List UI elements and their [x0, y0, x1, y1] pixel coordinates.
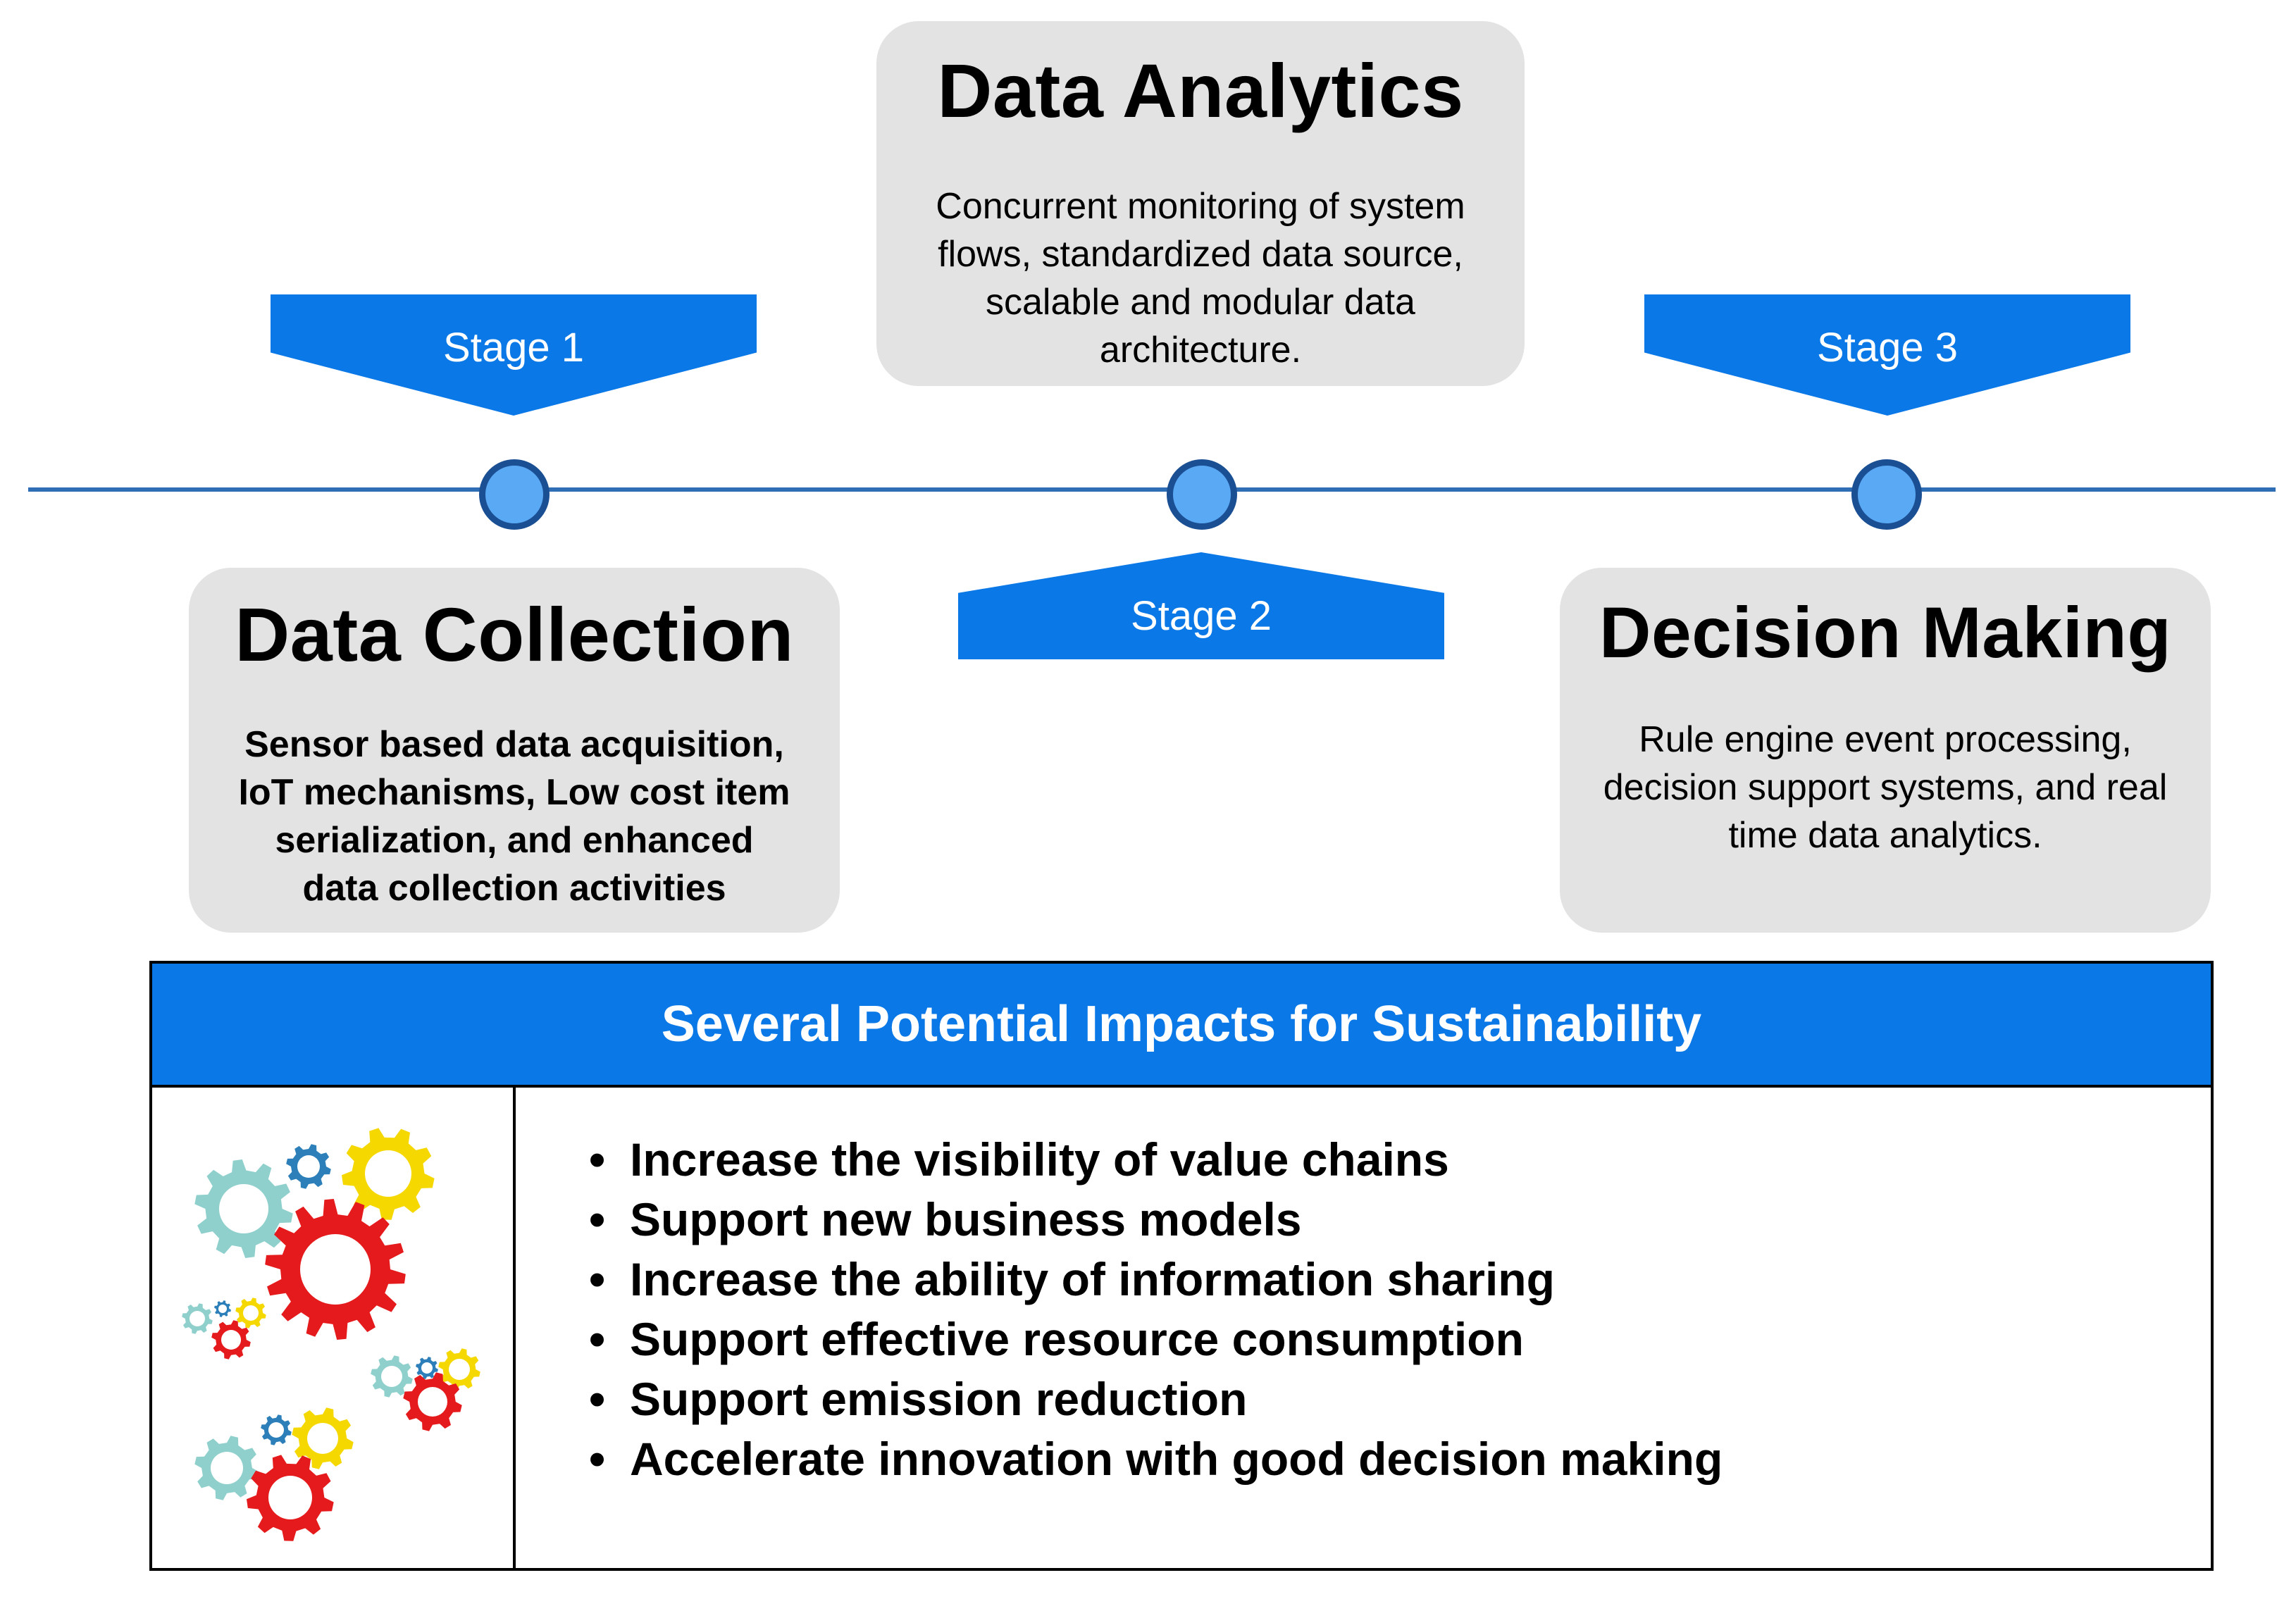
gear-hole	[219, 1184, 268, 1233]
gear-hole	[307, 1423, 338, 1454]
impacts-body: Increase the visibility of value chains …	[152, 1088, 2211, 1568]
stage-2-label: Stage 2	[1131, 593, 1272, 639]
impact-item: Support new business models	[589, 1190, 1723, 1250]
data-collection-card: Data Collection Sensor based data acquis…	[189, 568, 840, 933]
timeline-node-stage-2	[1167, 459, 1237, 530]
gear-hole	[243, 1305, 259, 1321]
description-line: time data analytics.	[1728, 815, 2042, 857]
description-line: flows, standardized data source,	[938, 233, 1463, 275]
data-collection-title: Data Collection	[235, 592, 794, 677]
impacts-table: Several Potential Impacts for Sustainabi…	[149, 961, 2214, 1571]
impact-list: Increase the visibility of value chains …	[589, 1130, 1723, 1489]
data-analytics-description: Concurrent monitoring of system flows, s…	[905, 182, 1496, 374]
gear-hole	[449, 1359, 470, 1380]
data-collection-description: Sensor based data acquisition, IoT mecha…	[203, 721, 826, 912]
gear-hole	[297, 1155, 320, 1178]
timeline-line	[28, 487, 2276, 492]
description-line: scalable and modular data	[986, 281, 1415, 323]
description-line: serialization, and enhanced	[275, 819, 754, 861]
gear-hole	[268, 1422, 284, 1438]
description-line: Concurrent monitoring of system	[936, 185, 1465, 227]
description-line: IoT mechanisms, Low cost item	[238, 771, 790, 813]
gears-illustration	[182, 1128, 480, 1541]
data-analytics-card: Data Analytics Concurrent monitoring of …	[876, 21, 1525, 386]
gear-hole	[268, 1476, 312, 1519]
gear-hole	[365, 1150, 411, 1197]
impact-item: Increase the ability of information shar…	[589, 1250, 1723, 1309]
decision-making-card: Decision Making Rule engine event proces…	[1560, 568, 2211, 933]
timeline-node-stage-1	[479, 459, 550, 530]
gear-hole	[218, 1305, 227, 1313]
gear-hole	[300, 1234, 371, 1305]
description-line: architecture.	[1099, 329, 1302, 371]
stage-3-arrow: Stage 3	[1644, 294, 2130, 416]
decision-making-description: Rule engine event processing, decision s…	[1574, 716, 2197, 859]
gear-hole	[421, 1362, 433, 1374]
decision-making-title: Decision Making	[1599, 592, 2172, 673]
gear-hole	[190, 1311, 205, 1326]
description-line: decision support systems, and real	[1603, 767, 2168, 809]
impacts-header: Several Potential Impacts for Sustainabi…	[152, 964, 2211, 1088]
stage-1-label: Stage 1	[443, 325, 584, 371]
impact-item: Support emission reduction	[589, 1369, 1723, 1429]
timeline-node-stage-3	[1851, 459, 1922, 530]
description-line: Sensor based data acquisition,	[244, 723, 784, 765]
impact-item: Accelerate innovation with good decision…	[589, 1429, 1723, 1489]
impact-item: Increase the visibility of value chains	[589, 1130, 1723, 1190]
impact-item: Support effective resource consumption	[589, 1309, 1723, 1369]
data-analytics-title: Data Analytics	[937, 48, 1464, 133]
stage-2-arrow: Stage 2	[958, 552, 1444, 659]
gear-hole	[381, 1366, 402, 1387]
stage-3-label: Stage 3	[1817, 325, 1958, 371]
description-line: Rule engine event processing,	[1639, 719, 2132, 761]
description-line: data collection activities	[302, 867, 726, 909]
stage-1-arrow: Stage 1	[271, 294, 757, 416]
gear-hole	[418, 1387, 447, 1417]
gear-hole	[211, 1452, 243, 1484]
gears-icon	[152, 1088, 516, 1568]
gear-hole	[221, 1330, 241, 1350]
